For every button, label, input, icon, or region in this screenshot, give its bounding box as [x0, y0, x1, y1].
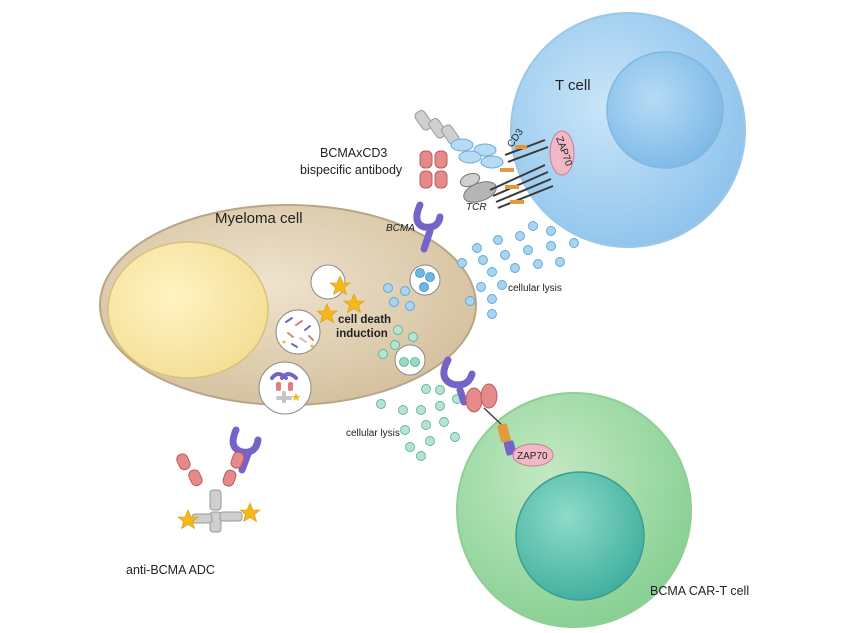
fab-red-1	[419, 150, 433, 169]
bispecific-label-1: BCMAxCD3	[320, 146, 387, 160]
anti-bcma-adc: anti-BCMA ADC	[126, 426, 262, 577]
scfv-blue-3	[458, 150, 482, 164]
myeloma-cell: Myeloma cell	[99, 204, 477, 415]
cell-death-label-1: cell death	[338, 314, 391, 326]
car-construct: ZAP70	[440, 356, 554, 467]
tcr-label: TCR	[466, 202, 487, 213]
anti-bcma-adc-label: anti-BCMA ADC	[126, 563, 215, 577]
adc-star-left	[177, 509, 199, 530]
cellular-lysis-left-label: cellular lysis	[346, 428, 400, 439]
cellular-lysis-right-label: cellular lysis	[508, 283, 562, 294]
adc-fab-2	[188, 469, 203, 487]
fc-grey-1	[414, 110, 433, 131]
zap70-bottom-label: ZAP70	[517, 451, 548, 462]
car-scfv-1	[465, 387, 483, 413]
bispecific-label-2: bispecific antibody	[300, 163, 403, 177]
tcr-head	[463, 181, 497, 203]
car-t-cell-nucleus	[515, 471, 645, 601]
granules-green	[376, 325, 462, 461]
scfv-blue-1	[450, 138, 474, 152]
adc-arm-right	[219, 511, 243, 522]
adc-fab-3	[230, 451, 245, 469]
myeloma-nucleus	[107, 241, 269, 379]
t-cell: T cell	[510, 12, 746, 248]
internalized-adc	[270, 372, 301, 403]
fab-red-2	[434, 150, 448, 169]
fab-red-4	[434, 170, 448, 189]
car-t-cell-label: BCMA CAR-T cell	[650, 584, 749, 598]
zap70-top	[549, 130, 575, 176]
myeloma-cell-label: Myeloma cell	[215, 210, 303, 227]
zap70-bottom	[512, 443, 554, 467]
bispecific-complex: BCMA BCMAxCD3 bispecific antibody	[300, 110, 504, 253]
fc-grey-2	[428, 118, 447, 139]
bcma-receptor-top	[413, 201, 444, 253]
adc-fc-1	[209, 489, 222, 511]
fab-red-3	[419, 170, 433, 189]
bcma-receptor-car	[440, 356, 476, 406]
endosome-adc	[258, 361, 312, 415]
antibody-fragments	[282, 317, 314, 348]
payload-stars	[316, 275, 365, 324]
granules-blue	[383, 221, 579, 319]
adc-fab-4	[222, 469, 237, 487]
t-cell-nucleus	[606, 51, 724, 169]
cell-death-label-2: induction	[336, 328, 388, 340]
scfv-blue-4	[480, 155, 504, 169]
bcma-label: BCMA	[386, 223, 415, 234]
lysosome-fragments	[275, 309, 321, 355]
tcr-head-2	[459, 172, 481, 188]
car-scfv-2	[480, 383, 498, 409]
tcr-cd3-complex: TCR CD3 ZAP70	[459, 127, 575, 213]
t-cell-label: T cell	[555, 77, 591, 94]
bcma-receptor-adc	[229, 426, 262, 474]
granule-vesicles	[394, 264, 441, 376]
scfv-blue-2	[473, 143, 497, 157]
adc-fab-1	[176, 453, 191, 471]
adc-star-right	[239, 502, 261, 523]
